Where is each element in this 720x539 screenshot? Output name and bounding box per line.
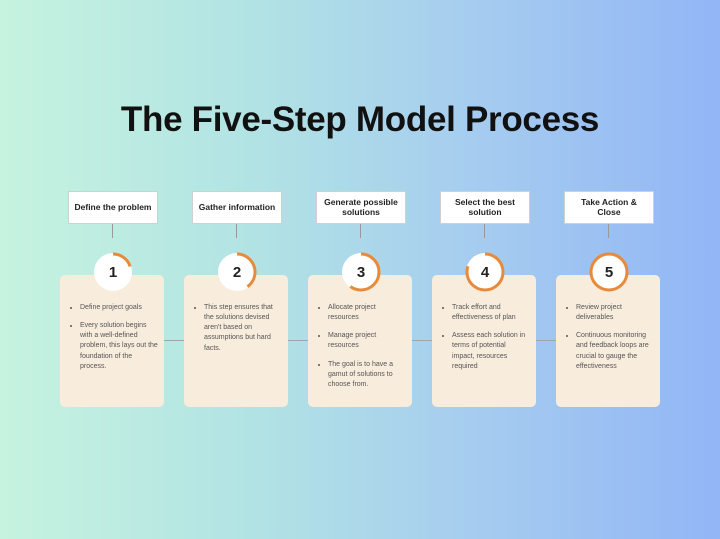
bullet-list: This step ensures that the solutions dev… (192, 303, 282, 354)
step-number: 3 (356, 263, 366, 281)
progress-ring (465, 252, 505, 292)
step-number: 4 (480, 263, 490, 281)
step-card: Define project goalsEvery solution begin… (60, 275, 164, 407)
bullet-list: Allocate project resourcesManage project… (316, 303, 406, 390)
step-number: 1 (108, 263, 118, 281)
bullet-list: Define project goalsEvery solution begin… (68, 303, 158, 372)
progress-arc (589, 252, 629, 292)
step-label: Generate possible solutions (316, 191, 406, 224)
bullet-item: Continuous monitoring and feedback loops… (576, 331, 654, 372)
page-title: The Five-Step Model Process (120, 100, 600, 139)
bullet-list: Track effort and effectiveness of planAs… (440, 303, 530, 372)
step-number-badge: 2 (216, 251, 258, 293)
progress-arc (93, 252, 133, 292)
step-number-badge: 1 (92, 251, 134, 293)
bullet-item: Define project goals (80, 303, 158, 313)
step-label-text: Define the problem (74, 201, 152, 212)
step-card: This step ensures that the solutions dev… (184, 275, 288, 407)
step-label-text: Select the best solution (455, 197, 515, 217)
step-card: Review project deliverablesContinuous mo… (556, 275, 660, 407)
progress-ring (93, 252, 133, 292)
step-label: Gather information (192, 191, 282, 224)
progress-arc (465, 252, 505, 292)
progress-ring (217, 252, 257, 292)
down-arrow-icon (112, 224, 113, 238)
step-card: Track effort and effectiveness of planAs… (432, 275, 536, 407)
step-label-text: Gather information (198, 201, 276, 212)
step-label: Define the problem (68, 191, 158, 224)
step-card: Allocate project resourcesManage project… (308, 275, 412, 407)
progress-arc (341, 252, 381, 292)
step-number-badge: 4 (464, 251, 506, 293)
step-number-badge: 3 (340, 251, 382, 293)
step-label: Select the best solution (440, 191, 530, 224)
progress-ring (341, 252, 381, 292)
bullet-list: Review project deliverablesContinuous mo… (564, 303, 654, 372)
step-label-text: Generate possible solutions (324, 197, 398, 217)
bullet-item: Review project deliverables (576, 303, 654, 323)
down-arrow-icon (360, 224, 361, 238)
step-number: 5 (604, 263, 614, 281)
step-label-text: Take Action & Close (581, 197, 637, 217)
bullet-item: Allocate project resources (328, 303, 406, 323)
bullet-item: Track effort and effectiveness of plan (452, 303, 530, 323)
step-label: Take Action & Close (564, 191, 654, 224)
bullet-item: Manage project resources (328, 331, 406, 351)
progress-ring (589, 252, 629, 292)
bullet-item: This step ensures that the solutions dev… (204, 303, 282, 354)
bullet-item: The goal is to have a gamut of solutions… (328, 360, 406, 390)
down-arrow-icon (484, 224, 485, 238)
bullet-item: Every solution begins with a well-define… (80, 321, 158, 372)
down-arrow-icon (608, 224, 609, 238)
bullet-item: Assess each solution in terms of potenti… (452, 331, 530, 372)
step-number-badge: 5 (588, 251, 630, 293)
step-number: 2 (232, 263, 242, 281)
down-arrow-icon (236, 224, 237, 238)
progress-arc (217, 252, 257, 292)
